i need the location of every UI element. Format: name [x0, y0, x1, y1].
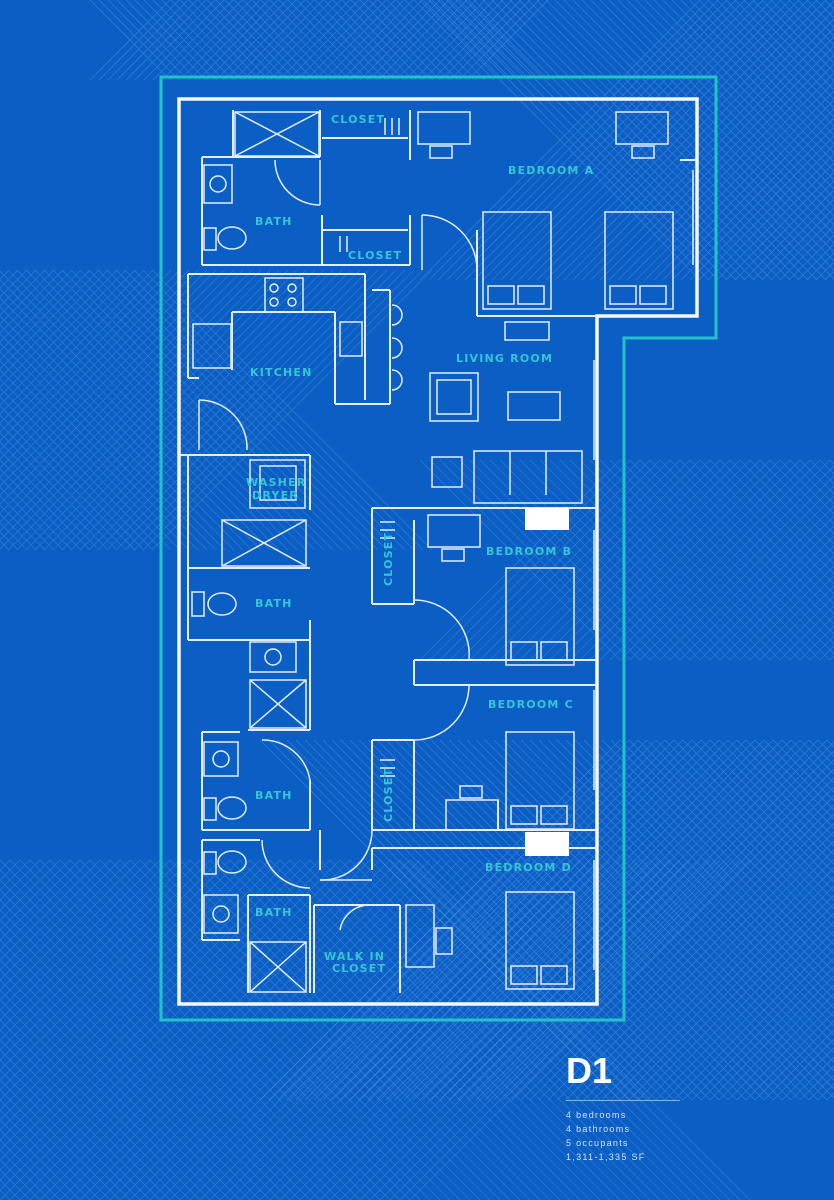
label-closet-c: CLOSET — [382, 767, 395, 822]
unit-bedrooms: 4 bedrooms — [566, 1110, 627, 1120]
label-living-room: LIVING ROOM — [456, 352, 554, 365]
windows — [593, 170, 694, 970]
exterior-walls — [177, 97, 699, 1006]
unit-bathrooms: 4 bathrooms — [566, 1124, 631, 1134]
label-washer: WASHER — [246, 476, 307, 489]
unit-outline — [159, 75, 718, 1022]
label-bedroom-c: BEDROOM C — [488, 698, 574, 711]
label-walk-in: WALK IN — [324, 950, 386, 963]
label-bath-4: BATH — [255, 906, 293, 919]
ac-unit-c — [525, 832, 569, 856]
label-bedroom-b: BEDROOM B — [486, 545, 573, 558]
door-swings — [198, 159, 478, 931]
label-bedroom-d: BEDROOM D — [485, 861, 572, 874]
unit-name: D1 — [566, 1050, 613, 1091]
label-closet-top: CLOSET — [331, 113, 386, 126]
label-kitchen: KITCHEN — [250, 366, 313, 379]
unit-area: 1,311-1,335 SF — [566, 1152, 646, 1162]
label-bath-2: BATH — [255, 597, 293, 610]
label-walk-in-closet: CLOSET — [332, 962, 387, 975]
label-bath-1: BATH — [255, 215, 293, 228]
label-dryer: DRYER — [252, 489, 299, 502]
label-bedroom-a: BEDROOM A — [508, 164, 595, 177]
label-closet-mid: CLOSET — [348, 249, 403, 262]
interior-walls — [179, 110, 697, 993]
fixtures — [191, 111, 674, 993]
unit-divider — [566, 1100, 680, 1101]
ac-unit-b — [525, 508, 569, 530]
unit-occupants: 5 occupants — [566, 1138, 629, 1148]
label-closet-b: CLOSET — [382, 531, 395, 586]
label-bath-3: BATH — [255, 789, 293, 802]
unit-specs: 4 bedrooms 4 bathrooms 5 occupants 1,311… — [566, 1108, 646, 1164]
